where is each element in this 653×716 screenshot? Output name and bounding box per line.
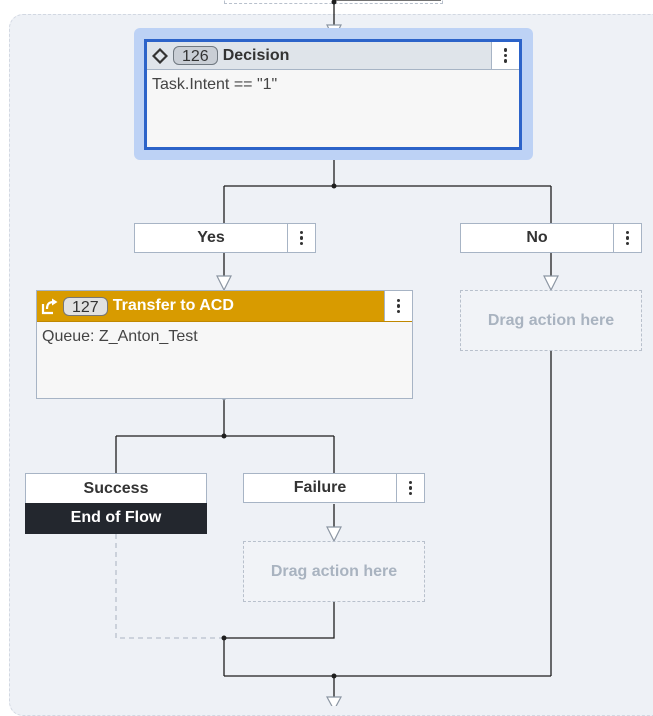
connector-end-dashed — [115, 534, 224, 639]
dropzone-failure[interactable]: Drag action here — [243, 541, 425, 602]
decision-title: Decision — [222, 46, 290, 64]
branch-no-label: No — [526, 229, 548, 246]
diamond-icon — [147, 47, 173, 64]
kebab-icon — [625, 230, 630, 246]
branch-failure-menu-button[interactable] — [396, 474, 424, 502]
connector-failure-merge — [224, 601, 335, 639]
kebab-icon — [299, 230, 304, 246]
end-of-flow-node[interactable]: End of Flow — [25, 503, 207, 534]
branch-failure[interactable]: Failure — [243, 473, 425, 503]
arrowhead-transfer — [216, 275, 232, 292]
arrowhead-exit — [325, 696, 343, 706]
kebab-icon — [408, 480, 413, 496]
transfer-title: Transfer to ACD — [112, 297, 234, 314]
branch-success[interactable]: Success — [25, 473, 207, 504]
decision-header[interactable]: 126 Decision — [147, 42, 519, 70]
decision-node[interactable]: 126 Decision Task.Intent == "1" — [144, 39, 522, 150]
branch-no-menu-button[interactable] — [613, 224, 641, 252]
branch-no[interactable]: No — [460, 223, 642, 253]
branch-yes[interactable]: Yes — [134, 223, 316, 253]
arrowhead-no-dropzone — [543, 275, 559, 292]
branch-failure-label: Failure — [293, 479, 347, 496]
transfer-header[interactable]: 127 Transfer to ACD — [37, 291, 412, 322]
arrowhead-failure-dropzone — [326, 526, 342, 543]
decision-number-badge: 126 — [173, 46, 218, 65]
dropzone-no[interactable]: Drag action here — [460, 290, 642, 351]
transfer-queue: Queue: Z_Anton_Test — [42, 328, 198, 345]
branch-yes-label: Yes — [197, 229, 225, 246]
kebab-icon — [396, 298, 401, 314]
transfer-arrow-icon — [37, 297, 63, 315]
transfer-menu-button[interactable] — [384, 291, 412, 321]
transfer-number-badge: 127 — [63, 296, 108, 316]
transfer-node[interactable]: 127 Transfer to ACD Queue: Z_Anton_Test — [36, 290, 413, 399]
decision-menu-button[interactable] — [491, 42, 519, 69]
branch-yes-menu-button[interactable] — [287, 224, 315, 252]
kebab-icon — [503, 48, 508, 63]
decision-condition: Task.Intent == "1" — [152, 76, 278, 93]
